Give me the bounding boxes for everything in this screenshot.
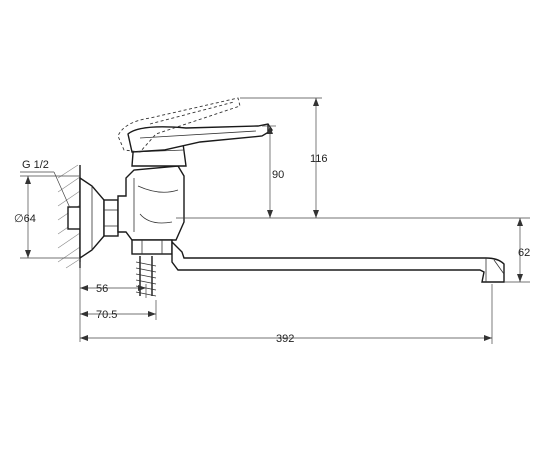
dim-label-116: 116 bbox=[310, 153, 328, 165]
lever-alt-position bbox=[117, 97, 241, 153]
dim-56 bbox=[79, 262, 147, 342]
dim-label-392: 392 bbox=[276, 333, 294, 345]
lever-handle bbox=[127, 123, 273, 153]
dim-70-5 bbox=[80, 300, 157, 320]
wall-flange bbox=[79, 176, 105, 260]
dim-62 bbox=[504, 218, 530, 283]
spout bbox=[171, 240, 505, 283]
dim-116 bbox=[240, 97, 322, 218]
dim-label-thread: G 1/2 bbox=[22, 159, 49, 171]
dim-label-70-5: 70.5 bbox=[96, 309, 117, 321]
dim-label-56: 56 bbox=[96, 283, 108, 295]
shower-outlet bbox=[131, 239, 173, 297]
dim-label-90: 90 bbox=[272, 169, 284, 181]
dim-label-62: 62 bbox=[518, 247, 530, 259]
dim-392 bbox=[80, 284, 493, 344]
dim-90 bbox=[262, 125, 276, 218]
dim-thread-diameter bbox=[20, 171, 80, 259]
mixer-body bbox=[117, 165, 185, 241]
dim-label-diameter: ∅64 bbox=[14, 213, 36, 225]
eccentric-nut bbox=[103, 199, 119, 237]
